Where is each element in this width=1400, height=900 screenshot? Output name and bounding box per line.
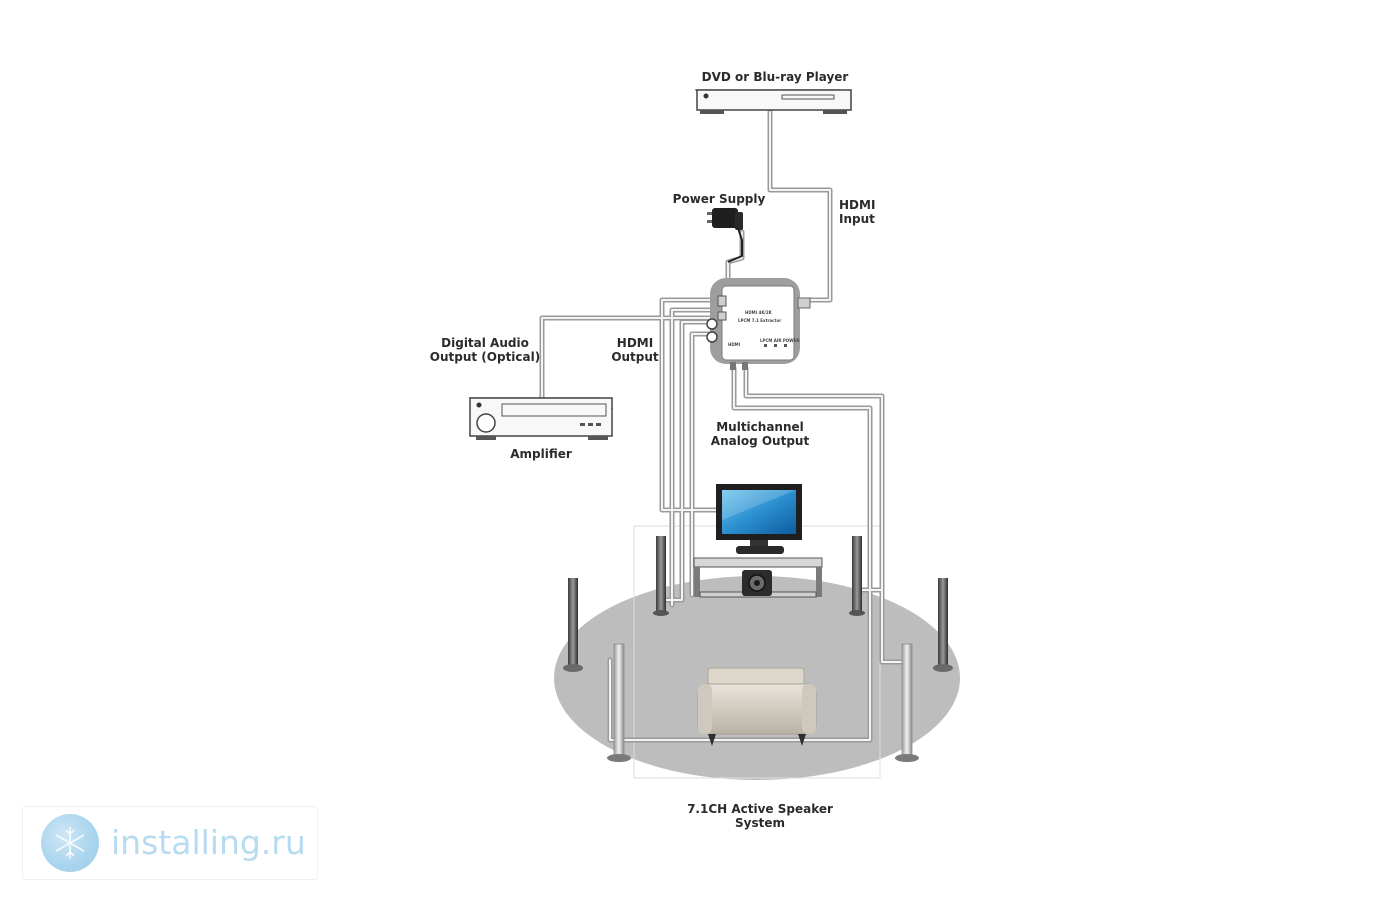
snowflake-logo-icon [41, 814, 99, 872]
multichannel-line1: Multichannel [716, 420, 804, 434]
front-right-speaker-icon [849, 536, 865, 616]
device-port-tags: LPCM AIR POWER [760, 338, 800, 343]
hdmi-input-line1: HDMI [839, 198, 876, 212]
dvd-player-icon [694, 89, 852, 114]
digital-audio-line1: Digital Audio [441, 336, 529, 350]
hdmi-extractor-device [706, 278, 811, 370]
dvd-player-label: DVD or Blu-ray Player [701, 70, 849, 84]
hdmi-output-line1: HDMI [616, 336, 654, 350]
amplifier-icon [468, 397, 614, 440]
digital-audio-label: Digital Audio Output (Optical) [426, 336, 544, 364]
center-speaker-icon [742, 570, 772, 596]
rear-right-speaker-icon [895, 643, 919, 762]
device-model-line2: LPCM 7.1 Extractor [738, 318, 782, 323]
front-left-speaker-icon [653, 536, 669, 616]
speaker-system-label: 7.1CH Active Speaker System [680, 802, 840, 830]
speaker-system-line2: System [735, 816, 785, 830]
hdmi-output-label: HDMI Output [606, 336, 664, 364]
rear-left-speaker-icon [607, 643, 631, 762]
power-supply-label: Power Supply [672, 192, 766, 206]
side-right-speaker-icon [933, 578, 953, 672]
hdmi-output-line2: Output [611, 350, 659, 364]
power-adapter-icon [707, 208, 743, 263]
device-model-line1: HDMI 4K/2K [745, 310, 772, 315]
amplifier-label: Amplifier [510, 447, 572, 461]
multichannel-label: Multichannel Analog Output [700, 420, 820, 448]
digital-audio-line2: Output (Optical) [429, 350, 541, 364]
hdmi-input-label: HDMI Input [839, 198, 875, 226]
watermark: installing.ru [22, 806, 318, 880]
watermark-text: installing.ru [111, 823, 306, 862]
television-icon [716, 484, 802, 554]
multichannel-line2: Analog Output [710, 434, 810, 448]
speaker-system-line1: 7.1CH Active Speaker [687, 802, 833, 816]
hdmi-input-line2: Input [839, 212, 875, 226]
sofa-icon [697, 667, 817, 746]
side-left-speaker-icon [563, 578, 583, 672]
device-hdmi-tag: HDMI [728, 342, 741, 347]
